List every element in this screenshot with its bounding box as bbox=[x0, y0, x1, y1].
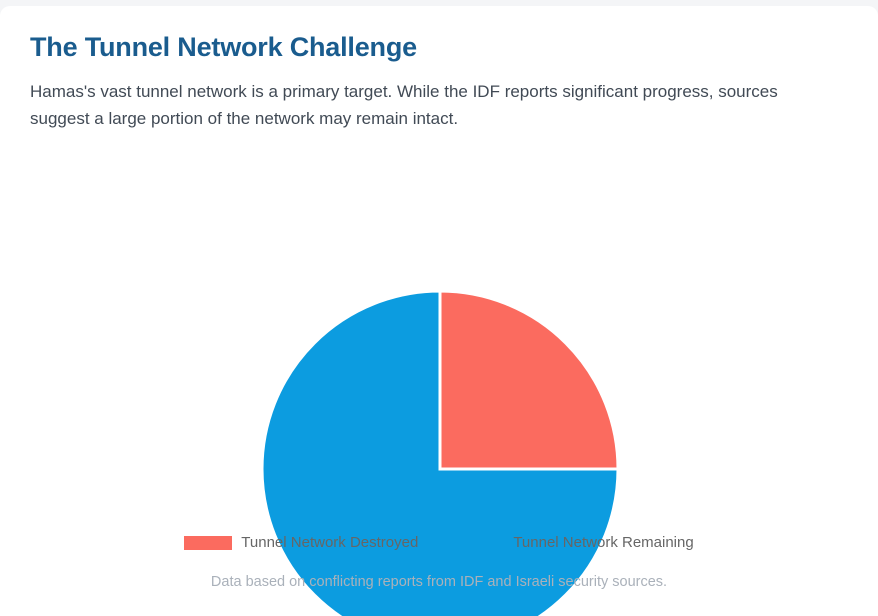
pie-chart-canvas bbox=[262, 290, 618, 616]
legend-item-remaining[interactable]: Tunnel Network Remaining bbox=[456, 534, 694, 551]
legend-swatch-destroyed bbox=[184, 535, 233, 550]
pie-chart-svg bbox=[262, 290, 618, 616]
card-subtitle: Hamas's vast tunnel network is a primary… bbox=[30, 81, 778, 129]
pie-slice[interactable] bbox=[438, 290, 618, 471]
legend-swatch-remaining bbox=[456, 535, 505, 550]
chart-legend: Tunnel Network Destroyed Tunnel Network … bbox=[0, 534, 878, 551]
chart-card: The Tunnel Network Challenge Hamas's vas… bbox=[0, 6, 878, 616]
legend-label-destroyed: Tunnel Network Destroyed bbox=[241, 534, 419, 551]
page-title: The Tunnel Network Challenge bbox=[30, 32, 417, 62]
chart-source-note: Data based on conflicting reports from I… bbox=[210, 574, 668, 590]
pie-chart bbox=[0, 133, 878, 616]
pie-slice[interactable] bbox=[262, 290, 618, 616]
legend-item-destroyed[interactable]: Tunnel Network Destroyed bbox=[184, 534, 418, 551]
card-header: The Tunnel Network Challenge Hamas's vas… bbox=[0, 6, 878, 133]
legend-label-remaining: Tunnel Network Remaining bbox=[513, 534, 694, 551]
